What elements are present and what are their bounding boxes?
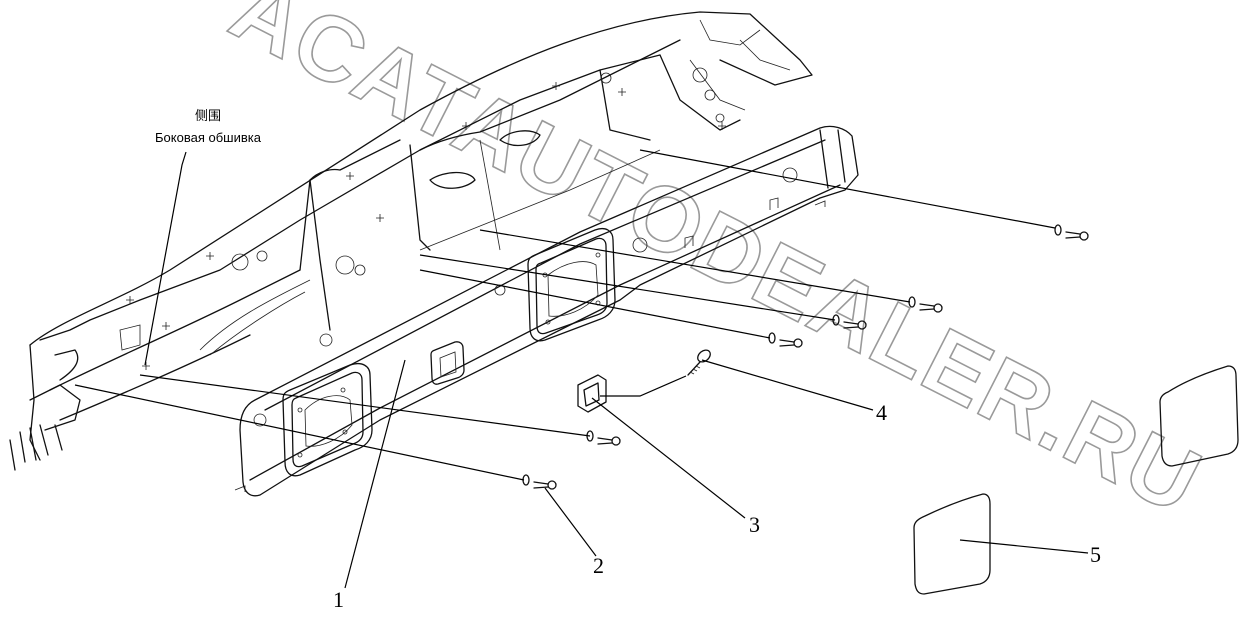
clip-part-3 [577, 374, 607, 413]
side-panel-label: 侧围 Боковая обшивка [155, 108, 262, 145]
callout-1: 1 [333, 587, 344, 612]
side-panel-label-cn: 侧围 [195, 108, 221, 123]
leader-lines [74, 149, 1089, 589]
callout-2: 2 [593, 553, 604, 578]
bolt-set-part-2 [522, 224, 1089, 490]
screw-part-4 [687, 349, 711, 376]
bolt-5 [586, 430, 621, 446]
callout-5: 5 [1090, 542, 1101, 567]
panel-part-5 [913, 365, 1239, 595]
watermark-text: ACATAUTODEALER.RU [216, 0, 1217, 534]
side-body-panel [9, 11, 813, 471]
callout-3: 3 [749, 512, 760, 537]
callout-numbers: 1 2 3 4 5 [333, 400, 1101, 612]
bolt-6 [522, 474, 557, 490]
trim-panel-part-1 [234, 125, 859, 497]
watermark: ACATAUTODEALER.RU [215, 0, 1218, 535]
bolt-1 [1054, 224, 1089, 241]
side-panel-label-ru: Боковая обшивка [155, 130, 262, 145]
callout-4: 4 [876, 400, 887, 425]
